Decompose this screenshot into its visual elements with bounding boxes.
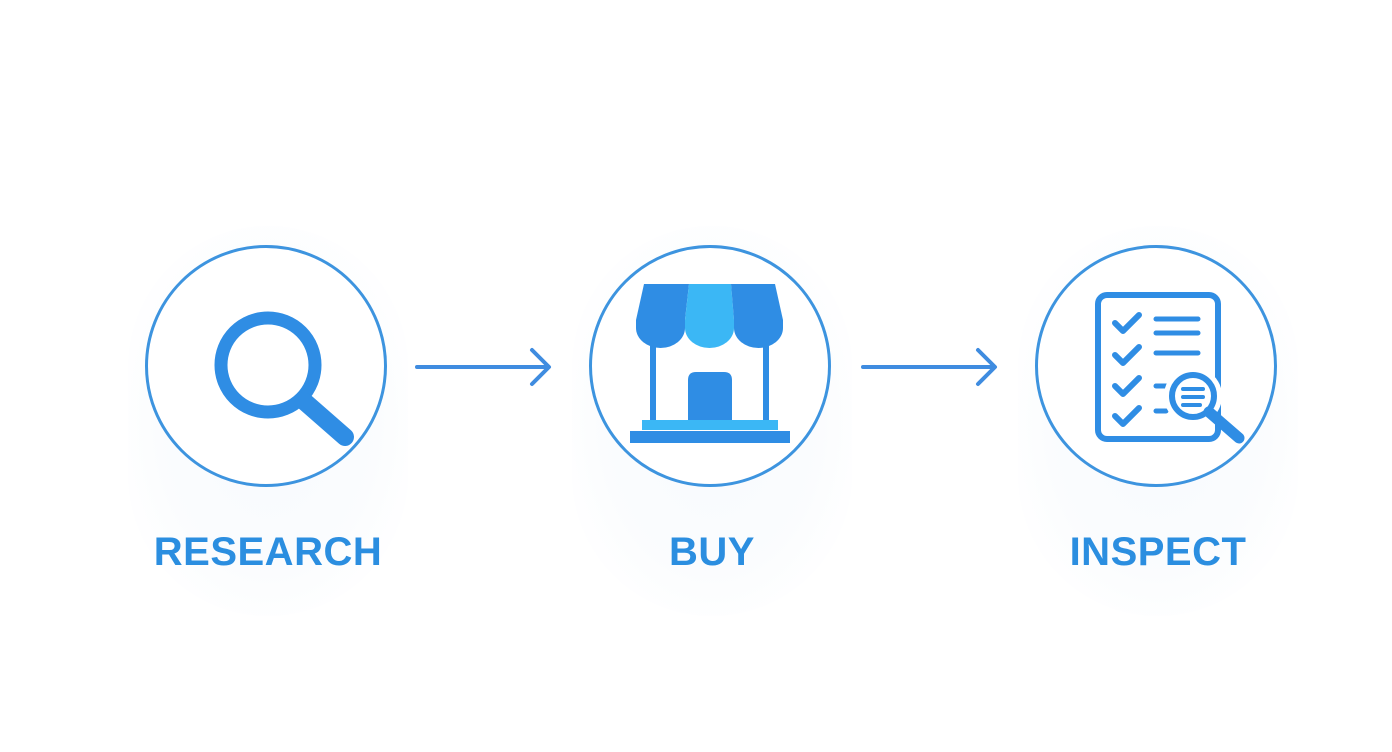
step-inspect: INSPECT	[1018, 226, 1298, 616]
step-label-inspect: INSPECT	[1069, 530, 1247, 574]
step-label-research: RESEARCH	[153, 530, 383, 574]
checklist-inspection-icon	[1095, 292, 1245, 444]
right-arrow-icon	[415, 348, 551, 386]
storefront-icon	[630, 284, 790, 443]
step-research: RESEARCH	[128, 226, 408, 616]
step-circle	[145, 245, 387, 487]
step-buy: BUY	[572, 226, 852, 616]
step-circle	[1035, 245, 1277, 487]
magnifying-glass-icon	[214, 311, 354, 446]
right-arrow-icon	[861, 348, 997, 386]
step-label-buy: BUY	[669, 530, 755, 574]
step-circle	[589, 245, 831, 487]
